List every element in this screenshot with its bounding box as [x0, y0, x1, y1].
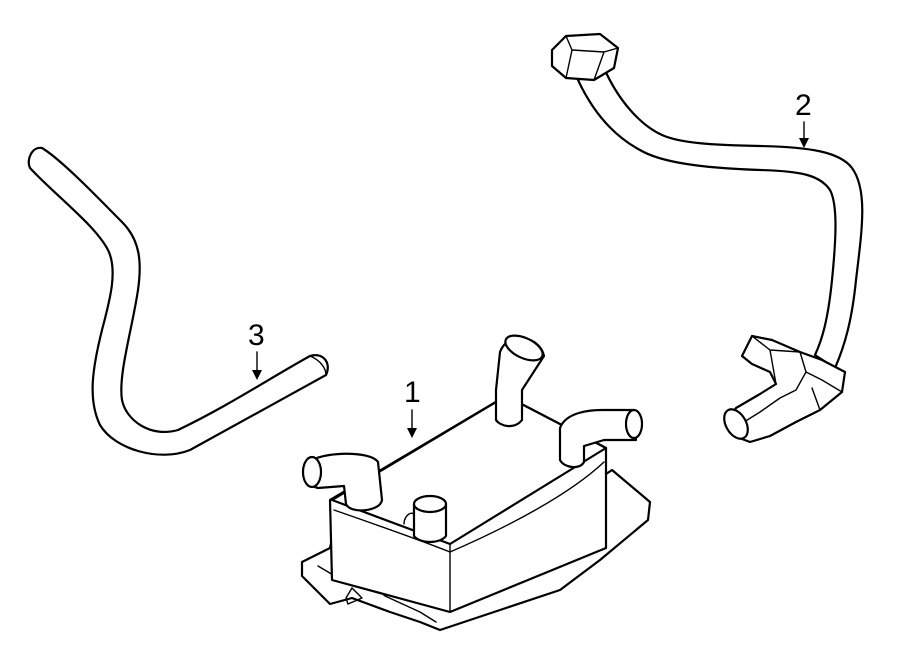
callout-1: 1 [404, 376, 421, 438]
part-2-pipe [550, 32, 864, 444]
callout-2-arrowhead [799, 138, 809, 148]
callout-3-number: 3 [248, 319, 265, 352]
callout-3: 3 [248, 319, 265, 380]
callout-3-arrowhead [252, 370, 262, 380]
callout-1-number: 1 [404, 376, 421, 409]
callout-1-arrowhead [407, 428, 417, 438]
callout-2: 2 [795, 89, 812, 148]
callout-2-number: 2 [795, 89, 812, 122]
part-3-hose [27, 146, 329, 456]
part-1-oil-cooler [300, 334, 652, 632]
